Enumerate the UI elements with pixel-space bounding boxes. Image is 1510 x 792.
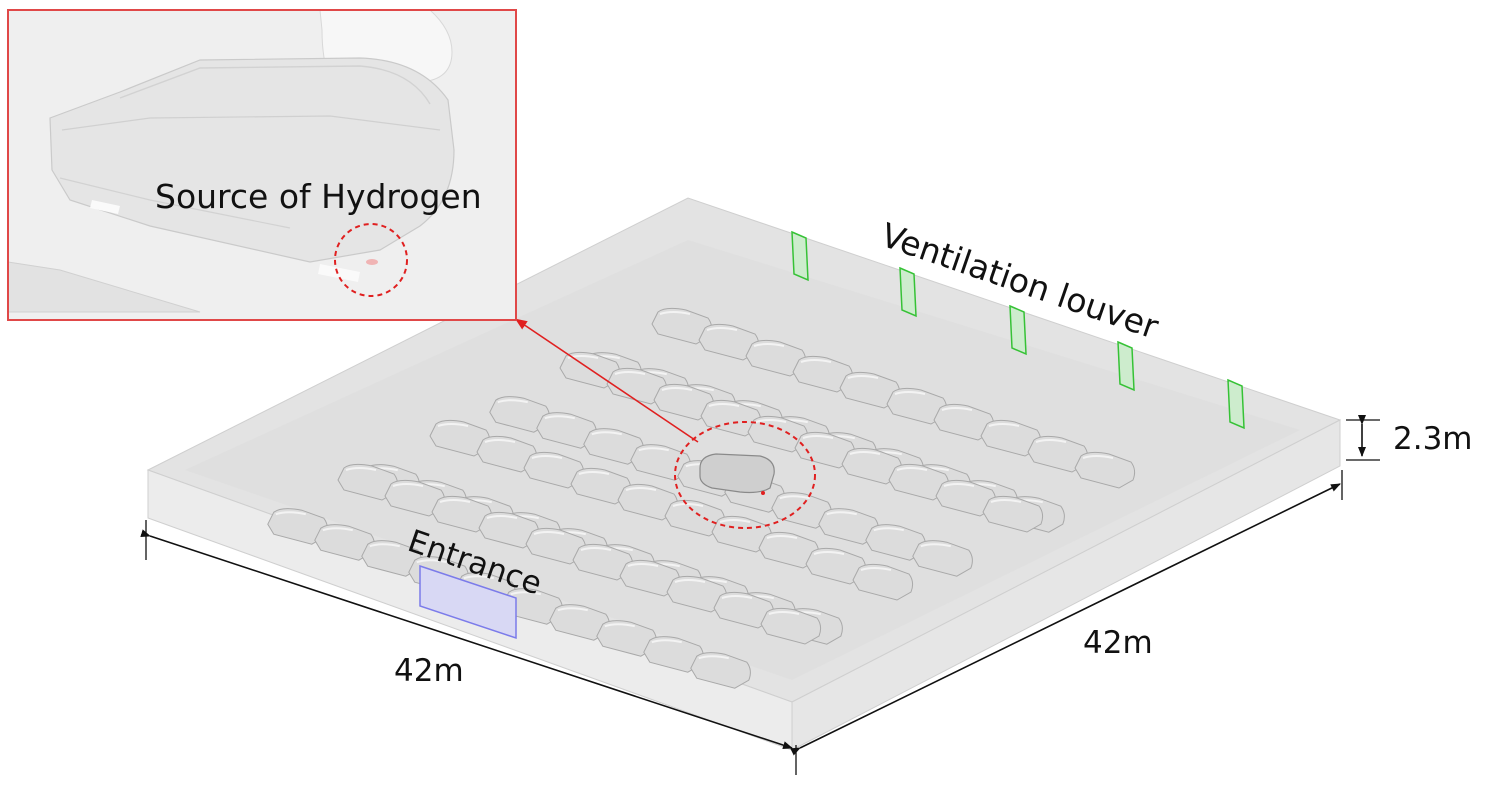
parked-car-highlight (1082, 455, 1114, 459)
source-of-hydrogen-label: Source of Hydrogen (155, 177, 482, 216)
parked-car-highlight (578, 471, 610, 475)
parked-car-highlight (567, 355, 599, 359)
parked-car-highlight (988, 423, 1020, 427)
parked-car-highlight (661, 387, 693, 391)
callout-arrow-icon (515, 318, 699, 443)
parked-car-highlight (753, 343, 785, 347)
parked-car-highlight (1035, 439, 1067, 443)
dimension-arrow-icon (790, 483, 1341, 756)
parked-car-highlight (614, 371, 646, 375)
parked-car-highlight (544, 415, 576, 420)
parked-car-highlight (591, 431, 623, 436)
parked-car-highlight (659, 311, 691, 315)
louver-4 (1117, 340, 1135, 392)
parked-car-highlight (531, 455, 563, 459)
parked-car-highlight (484, 439, 516, 443)
hydrogen-car (699, 453, 775, 495)
parked-car (1074, 451, 1136, 489)
parked-car-highlight (625, 487, 657, 491)
front-width-dimension-label: 42m (394, 653, 464, 689)
parked-car-highlight (847, 375, 879, 379)
parked-car-highlight (437, 423, 469, 427)
parked-car-highlight (486, 515, 518, 519)
parked-car-highlight (941, 407, 973, 411)
side-width-dimension-label: 42m (1083, 625, 1153, 661)
parked-car-highlight (894, 391, 926, 395)
parked-car-highlight (497, 399, 529, 404)
parked-car-highlight (896, 467, 928, 471)
parked-car-highlight (802, 435, 834, 439)
height-dimension-label: 2.3m (1393, 421, 1473, 457)
parked-car-highlight (392, 483, 424, 487)
parked-car-highlight (800, 359, 832, 363)
parked-car-highlight (849, 451, 881, 455)
ventilation-louvers (791, 230, 1245, 430)
parked-car-highlight (345, 467, 377, 471)
source-highlight-circle (674, 421, 816, 529)
parked-car-highlight (638, 447, 670, 452)
louver-3 (1009, 304, 1027, 356)
dimension-side (790, 470, 1343, 756)
parked-car-highlight (719, 519, 751, 523)
louver-2 (899, 266, 917, 318)
louver-5 (1227, 378, 1245, 430)
leak-point (761, 491, 765, 495)
parked-car-highlight (672, 503, 704, 507)
parked-car-highlight (708, 403, 740, 407)
zoom-inset-panel (7, 9, 517, 321)
louver-1 (791, 230, 809, 282)
parked-car-highlight (275, 511, 307, 516)
parked-car-highlight (439, 499, 471, 503)
inset-border (7, 9, 517, 321)
dimension-arrow-icon (140, 529, 793, 749)
parked-car-highlight (755, 419, 787, 423)
inset-source-highlight (334, 223, 408, 297)
dimension-height (1346, 415, 1380, 461)
inset-car-render (7, 9, 455, 313)
parked-car-highlight (706, 327, 738, 331)
